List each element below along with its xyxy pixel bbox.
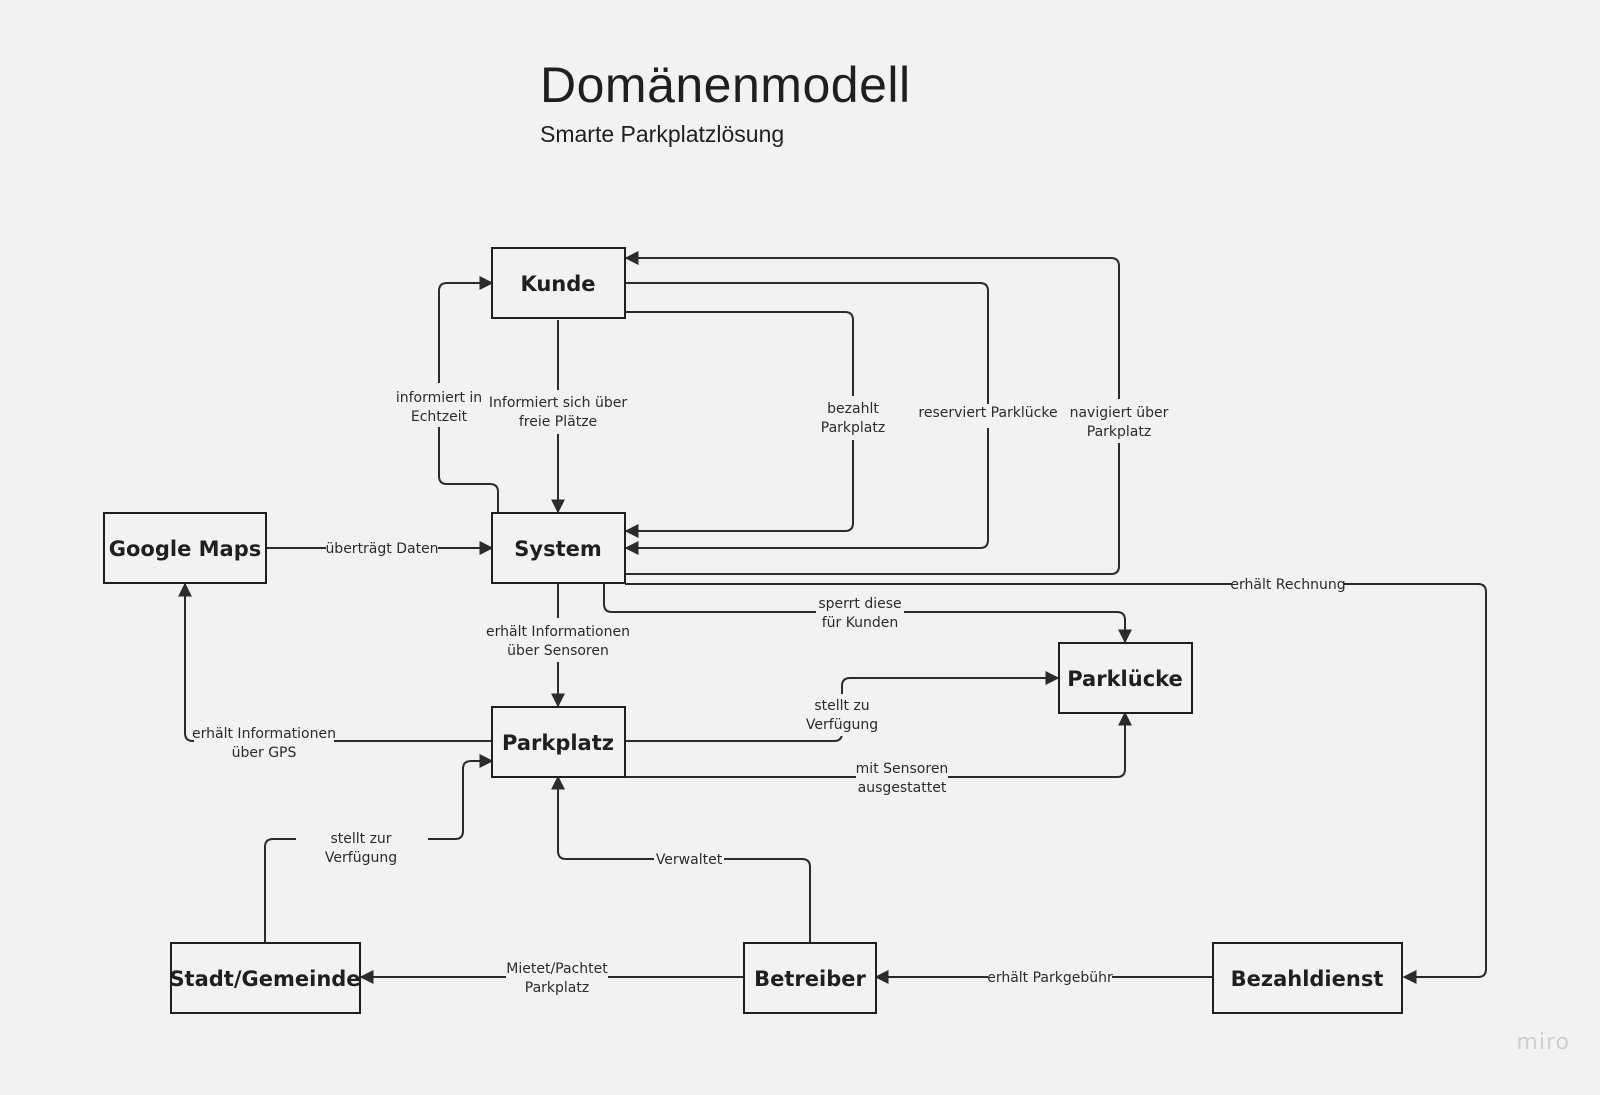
edge-label-line: erhält Informationen — [192, 726, 336, 742]
edge-label-line: für Kunden — [822, 615, 899, 631]
miro-logo: miro — [1516, 1030, 1570, 1055]
edge-label-line: erhält Rechnung — [1230, 577, 1345, 593]
label-navigiert: navigiert über Parkplatz — [1069, 399, 1169, 443]
label-mietet: Mietet/Pachtet Parkplatz — [506, 957, 608, 999]
edge-label-line: Echtzeit — [411, 409, 468, 425]
edge-label-line: Verfügung — [806, 717, 878, 733]
label-uebertraegt: überträgt Daten — [325, 538, 439, 560]
label-informiert-echtzeit: informiert in Echtzeit — [396, 383, 482, 427]
diagram-title: Domänenmodell — [540, 57, 911, 113]
edge-label-line: informiert in — [396, 390, 482, 406]
node-stadt-gemeinde[interactable]: Stadt/Gemeinde — [169, 942, 361, 1014]
node-label: Kunde — [520, 272, 595, 296]
node-parkplatz[interactable]: Parkplatz — [491, 706, 626, 778]
edge-label-line: Parkplatz — [525, 980, 589, 996]
edge-label-line: Verwaltet — [656, 852, 723, 868]
node-betreiber[interactable]: Betreiber — [743, 942, 877, 1014]
edge-label-line: erhält Informationen — [486, 624, 630, 640]
nodes-layer: Kunde System Google Maps Parkplatz Parkl… — [103, 247, 1403, 1014]
edge-label-line: freie Plätze — [519, 414, 597, 430]
node-google-maps[interactable]: Google Maps — [103, 512, 267, 584]
edge-label-line: überträgt Daten — [325, 541, 438, 557]
edge-label-line: Parkplatz — [821, 420, 885, 436]
edge-label-line: mit Sensoren — [856, 761, 949, 777]
edge-label-line: über Sensoren — [507, 643, 609, 659]
edge-label-line: stellt zur — [330, 831, 391, 847]
edge-label-line: Mietet/Pachtet — [506, 961, 608, 977]
node-parkluecke[interactable]: Parklücke — [1058, 642, 1193, 714]
edge-label-line: Parkplatz — [1087, 424, 1151, 440]
label-informiert-sich: Informiert sich über freie Plätze — [489, 390, 627, 434]
label-reserviert: reserviert Parklücke — [918, 404, 1058, 428]
edge-label-line: stellt zu — [814, 698, 869, 714]
edge-label-line: Verfügung — [325, 850, 397, 866]
label-erhaelt-sensoren: erhält Informationen über Sensoren — [486, 618, 630, 662]
edge-stellt-zur — [264, 754, 494, 942]
label-sensoren-ausgestattet: mit Sensoren ausgestattet — [856, 757, 949, 799]
node-label: System — [514, 537, 601, 561]
edge-label-line: bezahlt — [827, 401, 879, 417]
edge-labels-layer: informiert in Echtzeit Informiert sich ü… — [192, 383, 1346, 999]
label-parkgebuehr: erhält Parkgebühr — [987, 967, 1113, 989]
label-sperrt: sperrt diese für Kunden — [816, 592, 904, 634]
edge-label-line: navigiert über — [1070, 405, 1169, 421]
label-verwaltet: Verwaltet — [654, 849, 724, 871]
edge-erhaelt-gps — [178, 582, 492, 742]
label-bezahlt: bezahlt Parkplatz — [815, 396, 891, 440]
node-kunde[interactable]: Kunde — [491, 247, 626, 319]
label-erhaelt-rechnung: erhält Rechnung — [1230, 574, 1346, 596]
node-system[interactable]: System — [491, 512, 626, 584]
node-label: Betreiber — [754, 967, 866, 991]
node-bezahldienst[interactable]: Bezahldienst — [1212, 942, 1403, 1014]
edge-label-line: sperrt diese — [818, 596, 901, 612]
edge-label-line: Informiert sich über — [489, 395, 627, 411]
label-stellt-zu: stellt zu Verfügung — [800, 694, 884, 736]
label-erhaelt-gps: erhält Informationen über GPS — [192, 720, 336, 764]
node-label: Bezahldienst — [1231, 967, 1384, 991]
edge-label-line: über GPS — [232, 745, 297, 761]
edge-sensoren-ausgestattet — [625, 711, 1132, 778]
edge-label-line: ausgestattet — [858, 780, 947, 796]
edge-label-line: reserviert Parklücke — [918, 405, 1057, 421]
edge-informiert-echtzeit — [438, 276, 499, 512]
edge-label-line: erhält Parkgebühr — [987, 970, 1113, 986]
node-label: Parkplatz — [502, 731, 614, 755]
diagram-subtitle: Smarte Parkplatzlösung — [540, 121, 785, 147]
node-label: Parklücke — [1067, 667, 1183, 691]
edge-erhaelt-rechnung — [625, 583, 1487, 984]
label-stellt-zur: stellt zur Verfügung — [296, 825, 428, 871]
node-label: Google Maps — [109, 537, 261, 561]
node-label: Stadt/Gemeinde — [169, 967, 360, 991]
